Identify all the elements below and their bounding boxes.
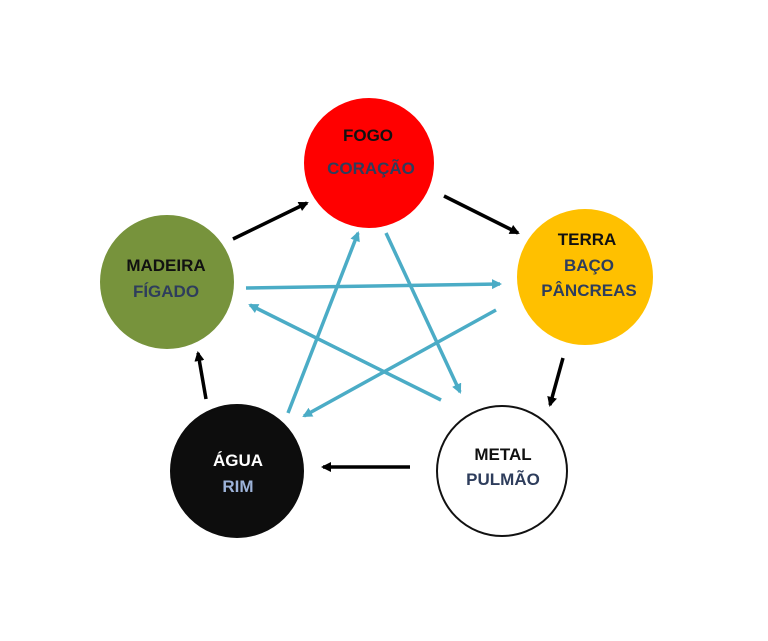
arrow-metal-to-madeira — [248, 303, 442, 402]
agua-name: ÁGUA — [213, 451, 263, 470]
madeira-name: MADEIRA — [126, 256, 205, 275]
terra-name: TERRA — [558, 230, 617, 249]
arrow-terra-to-metal — [547, 357, 565, 407]
controlling-cycle — [245, 231, 502, 418]
arrow-agua-to-madeira — [194, 351, 208, 400]
fogo-organ: CORAÇÃO — [327, 158, 415, 178]
arrow-fogo-to-terra — [443, 194, 520, 235]
element-agua: ÁGUA RIM — [170, 404, 304, 538]
agua-organ: RIM — [222, 477, 253, 496]
terra-organ-line-1: BAÇO — [564, 256, 614, 275]
madeira-circle — [100, 215, 234, 349]
metal-circle — [436, 405, 568, 537]
fogo-circle — [304, 98, 434, 228]
element-metal: METAL PULMÃO — [436, 405, 568, 537]
arrow-madeira-to-fogo — [232, 201, 309, 241]
arrow-agua-to-fogo — [286, 231, 360, 414]
element-fogo: FOGO CORAÇÃO — [304, 98, 434, 228]
agua-circle — [170, 404, 304, 538]
madeira-organ: FÍGADO — [133, 282, 199, 301]
element-terra: TERRA BAÇO PÂNCREAS — [517, 209, 653, 345]
generating-cycle — [194, 194, 565, 472]
arrow-fogo-to-metal — [384, 232, 462, 394]
arrow-madeira-to-terra — [245, 279, 502, 290]
terra-organ-line-2: PÂNCREAS — [541, 281, 636, 300]
element-madeira: MADEIRA FÍGADO — [100, 215, 234, 349]
terra-circle — [517, 209, 653, 345]
metal-name: METAL — [474, 445, 531, 464]
metal-organ: PULMÃO — [466, 469, 540, 489]
arrow-terra-to-agua — [302, 308, 497, 418]
fogo-name: FOGO — [343, 126, 393, 145]
